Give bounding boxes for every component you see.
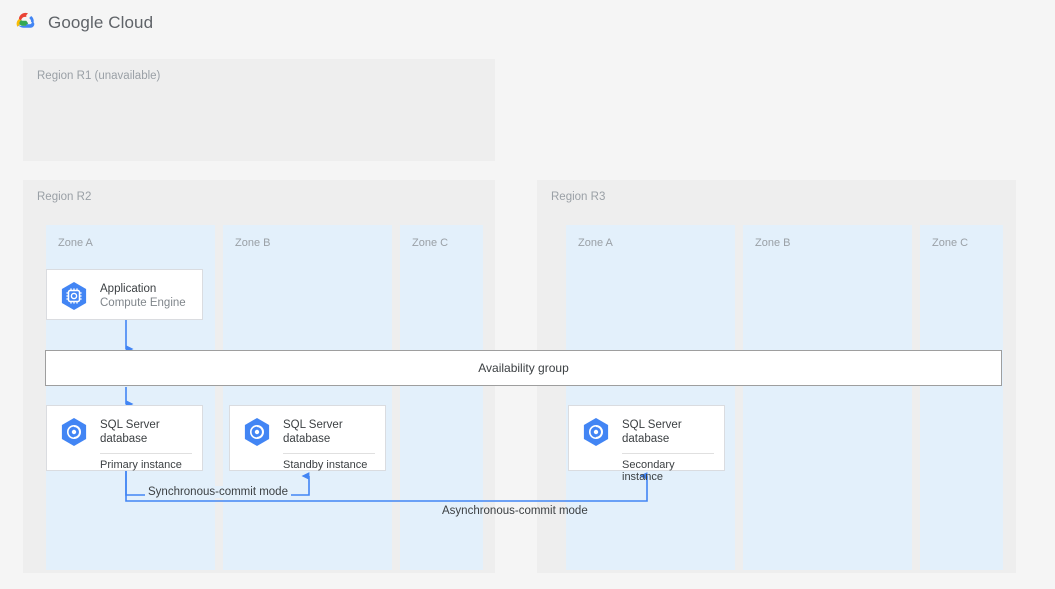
region-r3-label: Region R3: [551, 191, 606, 203]
secondary-database-body: SQL Server database: [569, 406, 724, 453]
primary-database-body: SQL Server database: [47, 406, 202, 453]
zone-r3-a-label: Zone A: [578, 237, 613, 249]
application-card-text: Application Compute Engine: [100, 282, 186, 310]
brand-name: Google Cloud: [48, 13, 154, 32]
secondary-database-footer: Secondary instance: [569, 453, 724, 491]
availability-group-bar[interactable]: Availability group: [45, 350, 1002, 386]
zone-r3-b-label: Zone B: [755, 237, 791, 249]
page-header: Google Cloud: [0, 0, 1055, 46]
standby-database-text: SQL Server database: [283, 418, 343, 446]
zone-r2-c: Zone C: [400, 225, 483, 570]
secondary-database-text: SQL Server database: [622, 418, 682, 446]
zone-r3-c: Zone C: [920, 225, 1003, 570]
application-subtitle: Compute Engine: [100, 296, 186, 309]
primary-database-title-line2: database: [100, 433, 148, 445]
zone-r3-c-label: Zone C: [932, 237, 969, 249]
async-commit-mode-label: Asynchronous-commit mode: [442, 505, 588, 517]
application-card[interactable]: Application Compute Engine: [46, 269, 203, 320]
availability-group-label: Availability group: [478, 361, 569, 375]
brand-logo: Google Cloud: [14, 11, 153, 35]
standby-database-body: SQL Server database: [230, 406, 385, 453]
region-r1-label: Region R1 (unavailable): [37, 70, 161, 82]
google-cloud-logo-icon: [14, 11, 38, 35]
primary-database-card[interactable]: SQL Server database Primary instance: [46, 405, 203, 471]
secondary-database-title-line1: SQL Server: [622, 419, 682, 431]
sync-commit-mode-label: Synchronous-commit mode: [145, 486, 291, 498]
zone-r2-b-label: Zone B: [235, 237, 271, 249]
zone-r2-a-label: Zone A: [58, 237, 93, 249]
sql-database-icon: [57, 415, 91, 449]
application-title: Application: [100, 282, 157, 295]
standby-database-footer: Standby instance: [230, 453, 385, 479]
secondary-database-card[interactable]: SQL Server database Secondary instance: [568, 405, 725, 483]
standby-database-card[interactable]: SQL Server database Standby instance: [229, 405, 386, 471]
primary-database-text: SQL Server database: [100, 418, 160, 446]
zone-r3-b: Zone B: [743, 225, 912, 570]
zone-r2-b: Zone B: [223, 225, 392, 570]
zone-r2-c-label: Zone C: [412, 237, 449, 249]
region-r2-label: Region R2: [37, 191, 92, 203]
region-r1: Region R1 (unavailable): [23, 59, 495, 161]
sql-database-icon: [240, 415, 274, 449]
compute-engine-icon: [57, 279, 91, 313]
standby-database-title-line2: database: [283, 433, 331, 445]
primary-database-title-line1: SQL Server: [100, 419, 160, 431]
application-card-body: Application Compute Engine: [47, 270, 202, 321]
sql-database-icon: [579, 415, 613, 449]
standby-database-title-line1: SQL Server: [283, 419, 343, 431]
primary-database-footer: Primary instance: [47, 453, 202, 479]
zone-r3-a: Zone A: [566, 225, 735, 570]
secondary-database-title-line2: database: [622, 433, 670, 445]
